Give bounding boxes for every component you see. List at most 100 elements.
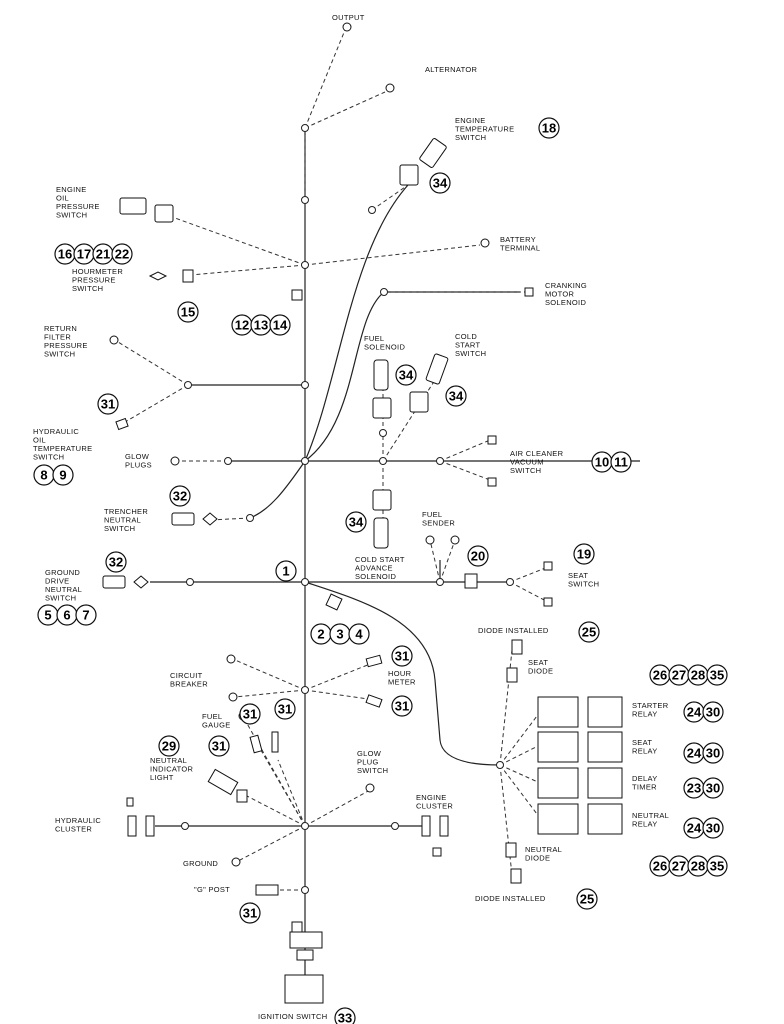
label-battery: BATTERY bbox=[500, 235, 536, 244]
label-hydraulic-oil: SWITCH bbox=[33, 453, 64, 462]
callout-number: 11 bbox=[614, 455, 628, 470]
callout-number: 32 bbox=[109, 555, 123, 570]
label-neutral-diode: NEUTRAL bbox=[525, 845, 562, 854]
callout-number: 20 bbox=[471, 549, 485, 564]
engine-cluster-bracket-icon bbox=[432, 847, 442, 857]
callout-number: 6 bbox=[63, 608, 70, 623]
callout-number: 31 bbox=[212, 739, 226, 754]
label-engine-oil: ENGINE bbox=[56, 185, 87, 194]
ignition-connector-b-icon bbox=[289, 931, 323, 949]
label-engine-oil: PRESSURE bbox=[56, 202, 100, 211]
callout-number: 34 bbox=[449, 389, 464, 404]
callout-bubble bbox=[702, 817, 724, 839]
cold-start-connector-icon bbox=[409, 391, 429, 413]
label-glow-plugs: PLUGS bbox=[125, 461, 152, 470]
label-cranking: MOTOR bbox=[545, 290, 575, 299]
callout-number: 21 bbox=[96, 247, 110, 262]
hour-meter-connector-b-icon bbox=[365, 694, 383, 708]
label-hydraulic-oil: TEMPERATURE bbox=[33, 444, 92, 453]
relay-harness-wire bbox=[304, 581, 501, 766]
trencher-switch-icon bbox=[171, 512, 195, 526]
callout-number: 27 bbox=[672, 668, 686, 683]
callout-number: 13 bbox=[254, 318, 268, 333]
label-fuel-solenoid: SOLENOID bbox=[364, 343, 405, 352]
label-ground: GROUND bbox=[183, 859, 218, 868]
callout-number: 34 bbox=[349, 515, 364, 530]
callout-number: 25 bbox=[582, 625, 596, 640]
output-ring-terminal-icon bbox=[342, 22, 352, 32]
callout-bubble bbox=[169, 485, 191, 507]
label-fuel-gauge: FUEL bbox=[202, 712, 222, 721]
label-hourmeter: HOURMETER bbox=[72, 267, 123, 276]
fuel-gauge-connector-b-icon bbox=[271, 731, 279, 753]
callout-number: 24 bbox=[687, 821, 702, 836]
callout-number: 2 bbox=[317, 627, 324, 642]
callout-bubble bbox=[52, 464, 74, 486]
label-fuel-solenoid: FUEL bbox=[364, 334, 384, 343]
engine-cluster-connector-a-icon bbox=[421, 815, 431, 837]
callout-number: 35 bbox=[710, 668, 724, 683]
label-ground-drive: DRIVE bbox=[45, 577, 69, 586]
battery-harness-wire bbox=[304, 291, 520, 462]
fuel-sender-terminal-b-icon bbox=[450, 535, 460, 545]
callout-bubble bbox=[706, 664, 728, 686]
callout-number: 34 bbox=[399, 368, 414, 383]
label-air-cleaner: SWITCH bbox=[510, 466, 541, 475]
fuel-solenoid-icon bbox=[373, 359, 389, 391]
label-cold-start-adv: ADVANCE bbox=[355, 564, 393, 573]
alternator-ring-terminal-icon bbox=[385, 83, 395, 93]
label-delay-timer: TIMER bbox=[632, 783, 657, 792]
hourmeter-switch-icon bbox=[148, 271, 168, 281]
hydraulic-cluster-connector-a-icon bbox=[127, 815, 137, 837]
label-trencher: TRENCHER bbox=[104, 507, 148, 516]
callout-number: 14 bbox=[273, 318, 288, 333]
circuit-breaker-terminal-a-icon bbox=[226, 654, 236, 664]
callout-bubble bbox=[97, 393, 119, 415]
seat-switch-terminal-b-icon bbox=[543, 597, 553, 607]
callout-number: 30 bbox=[706, 781, 720, 796]
label-seat-relay: RELAY bbox=[632, 747, 658, 756]
callout-bubble bbox=[275, 560, 297, 582]
ignition-switch-body-icon bbox=[284, 974, 324, 1004]
label-ground-drive: SWITCH bbox=[45, 594, 76, 603]
callout-number: 24 bbox=[687, 746, 702, 761]
callout-number: 27 bbox=[672, 859, 686, 874]
air-cleaner-terminal-a-icon bbox=[487, 435, 497, 445]
callout-bubble bbox=[391, 645, 413, 667]
label-engine-oil: OIL bbox=[56, 194, 69, 203]
callout-number: 30 bbox=[706, 705, 720, 720]
label-neutral-light: INDICATOR bbox=[150, 765, 194, 774]
label-output: OUTPUT bbox=[332, 13, 365, 22]
label-seat-diode: DIODE bbox=[528, 667, 553, 676]
components bbox=[102, 22, 553, 1004]
label-neutral-light: NEUTRAL bbox=[150, 756, 187, 765]
label-air-cleaner: AIR CLEANER bbox=[510, 449, 564, 458]
neutral-light-socket-icon bbox=[236, 789, 248, 803]
callout-bubble bbox=[395, 364, 417, 386]
oil-pressure-connector-icon bbox=[154, 204, 174, 223]
circuit-breaker-terminal-b-icon bbox=[228, 692, 238, 702]
text-layer: OUTPUTALTERNATORENGINETEMPERATURESWITCHE… bbox=[33, 13, 669, 1021]
callout-number: 24 bbox=[687, 705, 702, 720]
label-diode-top: DIODE INSTALLED bbox=[478, 626, 549, 635]
glow-plug-ring-icon bbox=[170, 456, 180, 466]
label-seat-relay: SEAT bbox=[632, 738, 652, 747]
label-starter-relay: RELAY bbox=[632, 710, 658, 719]
seat-diode-top-icon bbox=[511, 639, 523, 655]
neutral-diode-icon bbox=[510, 868, 522, 884]
cold-start-adv-connector-icon bbox=[372, 489, 392, 511]
label-neutral-light: LIGHT bbox=[150, 773, 174, 782]
callout-number: 28 bbox=[691, 668, 705, 683]
callout-number: 16 bbox=[58, 247, 72, 262]
label-air-cleaner: VACUUM bbox=[510, 458, 544, 467]
callout-bubble bbox=[702, 777, 724, 799]
label-seat-diode: SEAT bbox=[528, 658, 548, 667]
callout-bubble bbox=[391, 695, 413, 717]
callout-number: 5 bbox=[44, 608, 51, 623]
label-trencher: SWITCH bbox=[104, 524, 135, 533]
callout-bubble bbox=[429, 172, 451, 194]
fuel-gauge-connector-a-icon bbox=[249, 734, 263, 754]
label-cold-start: SWITCH bbox=[455, 349, 486, 358]
label-g-post: "G" POST bbox=[194, 885, 230, 894]
